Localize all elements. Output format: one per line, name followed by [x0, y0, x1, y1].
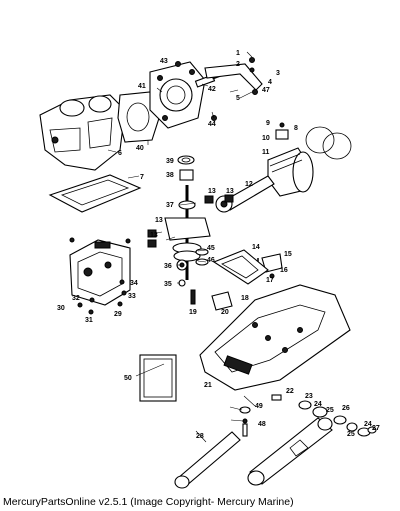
callout-12: 12 — [245, 181, 253, 188]
callout-34: 34 — [130, 280, 138, 287]
callout-46: 46 — [207, 257, 215, 264]
callout-33: 33 — [128, 293, 136, 300]
exploded-parts-diagram: 1 2 3 4 5 6 7 8 9 10 11 12 13 13 13 13 1… — [39, 50, 380, 489]
callout-labels: 1 2 3 4 5 6 7 8 9 10 11 12 13 13 13 13 1… — [57, 50, 380, 440]
piston-rings[interactable] — [305, 126, 352, 160]
callout-8: 8 — [294, 125, 298, 132]
callout-41: 41 — [138, 83, 146, 90]
callout-48: 48 — [258, 421, 266, 428]
callout-36: 36 — [164, 263, 172, 270]
callout-22: 22 — [286, 388, 294, 395]
callout-49: 49 — [255, 403, 263, 410]
callout-6: 6 — [118, 150, 122, 157]
crankcase-hardware[interactable] — [176, 248, 209, 287]
callout-21: 21 — [204, 382, 212, 389]
callout-10: 10 — [262, 135, 270, 142]
callout-38: 38 — [166, 172, 174, 179]
callout-45: 45 — [207, 245, 215, 252]
callout-19: 19 — [189, 309, 197, 316]
callout-25a: 25 — [326, 407, 334, 414]
piston[interactable] — [267, 147, 314, 197]
callout-39: 39 — [166, 158, 174, 165]
gasket-set[interactable] — [139, 354, 177, 402]
callout-47: 47 — [262, 87, 270, 94]
callout-9: 9 — [266, 120, 270, 127]
cylinder-head[interactable] — [149, 61, 206, 129]
callout-24b: 24 — [364, 421, 372, 428]
callout-42: 42 — [208, 86, 216, 93]
callout-16: 16 — [280, 267, 288, 274]
callout-13d: 13 — [150, 232, 158, 239]
callout-29: 29 — [114, 311, 122, 318]
leader-lines — [107, 51, 256, 443]
callout-25b: 25 — [347, 431, 355, 438]
callout-7: 7 — [140, 174, 144, 181]
grommet[interactable] — [239, 406, 251, 437]
rod-bearing[interactable] — [147, 194, 234, 248]
callout-30: 30 — [57, 305, 65, 312]
callout-13c: 13 — [155, 217, 163, 224]
callout-14: 14 — [252, 244, 260, 251]
copyright-footer: MercuryPartsOnline v2.5.1 (Image Copyrig… — [3, 496, 294, 508]
callout-28: 28 — [196, 433, 204, 440]
crankshaft-seal[interactable] — [177, 155, 195, 181]
callout-17: 17 — [266, 277, 274, 284]
tube-right[interactable] — [247, 417, 333, 486]
callout-11: 11 — [262, 149, 270, 156]
callout-50: 50 — [124, 375, 132, 382]
callout-3: 3 — [276, 70, 280, 77]
callout-26: 26 — [342, 405, 350, 412]
callout-13b: 13 — [226, 188, 234, 195]
callout-24a: 24 — [314, 401, 322, 408]
callout-35: 35 — [164, 281, 172, 288]
callout-27: 27 — [372, 425, 380, 432]
pin[interactable] — [190, 289, 196, 305]
callout-1: 1 — [236, 50, 240, 57]
callout-4: 4 — [268, 79, 272, 86]
callout-18: 18 — [241, 295, 249, 302]
callout-23: 23 — [305, 393, 313, 400]
crankcase[interactable] — [69, 239, 131, 306]
callout-37: 37 — [166, 202, 174, 209]
spacer[interactable] — [211, 291, 233, 311]
piston-pin[interactable] — [275, 122, 289, 140]
callout-20: 20 — [221, 309, 229, 316]
cylinder-block[interactable] — [39, 94, 126, 171]
cover-gasket[interactable] — [48, 174, 142, 213]
callout-43: 43 — [160, 58, 168, 65]
callout-32: 32 — [72, 295, 80, 302]
tube-left[interactable] — [174, 431, 241, 489]
driveshaft-housing[interactable] — [199, 284, 351, 391]
callout-2: 2 — [236, 61, 240, 68]
fastener-set[interactable] — [271, 394, 377, 437]
bracket[interactable] — [204, 57, 263, 95]
crankcase-screws[interactable] — [69, 237, 131, 315]
callout-44: 44 — [208, 121, 216, 128]
cover-plate[interactable] — [212, 249, 269, 285]
callout-13a: 13 — [208, 188, 216, 195]
callout-40: 40 — [136, 145, 144, 152]
callout-5: 5 — [236, 95, 240, 102]
crankshaft[interactable] — [164, 185, 211, 280]
callout-15: 15 — [284, 251, 292, 258]
callout-31: 31 — [85, 317, 93, 324]
